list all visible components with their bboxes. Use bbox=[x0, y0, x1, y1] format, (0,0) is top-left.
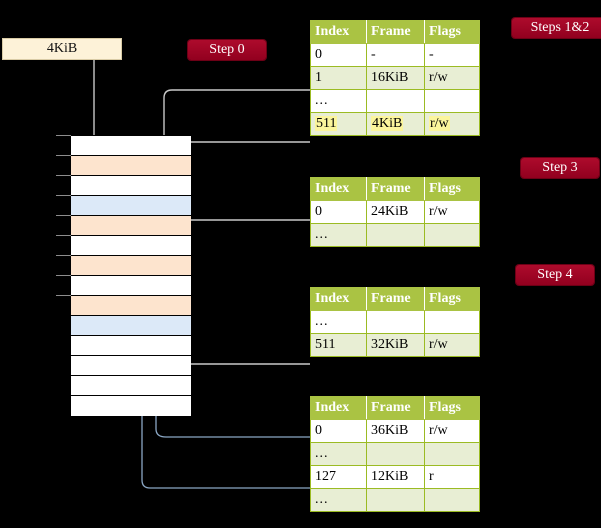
memory-frame-row bbox=[71, 196, 191, 216]
cell-flags: r/w bbox=[424, 66, 480, 90]
cell-frame bbox=[366, 89, 425, 113]
memory-tick bbox=[56, 155, 71, 156]
column-header-index: Index bbox=[310, 177, 367, 201]
memory-frame-row bbox=[71, 236, 191, 256]
column-header-frame: Frame bbox=[366, 20, 425, 44]
cell-index: 1 bbox=[310, 66, 367, 90]
cell-index: 0 bbox=[310, 419, 367, 443]
cell-flags: r/w bbox=[424, 333, 480, 357]
cell-flags: r bbox=[424, 465, 480, 489]
cell-frame: - bbox=[366, 43, 425, 67]
cell-frame: 12KiB bbox=[366, 465, 425, 489]
memory-frame-row bbox=[71, 156, 191, 176]
memory-tick bbox=[56, 175, 71, 176]
cell-flags: r/w bbox=[424, 200, 480, 224]
page-table-entry-row[interactable]: ... bbox=[310, 223, 480, 247]
cell-flags bbox=[424, 442, 480, 466]
cell-flags bbox=[424, 89, 480, 113]
memory-frame-row bbox=[71, 316, 191, 336]
cell-frame: 24KiB bbox=[366, 200, 425, 224]
cell-frame bbox=[366, 223, 425, 247]
memory-tick bbox=[56, 195, 71, 196]
memory-frame-row bbox=[71, 376, 191, 396]
cell-frame bbox=[366, 442, 425, 466]
memory-frame-row bbox=[71, 356, 191, 376]
step-badge-step4: Step 4 bbox=[516, 265, 594, 285]
memory-tick bbox=[56, 255, 71, 256]
memory-frame-row bbox=[71, 216, 191, 236]
cell-index: 0 bbox=[310, 43, 367, 67]
cell-frame: 36KiB bbox=[366, 419, 425, 443]
column-header-index: Index bbox=[310, 396, 367, 420]
column-header-flags: Flags bbox=[424, 287, 480, 311]
cell-index: ... bbox=[310, 310, 367, 334]
page-table-entry-row[interactable]: ... bbox=[310, 89, 480, 113]
cell-index: 511 bbox=[310, 112, 367, 136]
cell-flags: r/w bbox=[424, 419, 480, 443]
memory-tick bbox=[56, 215, 71, 216]
cell-frame bbox=[366, 488, 425, 512]
step-badge-step0: Step 0 bbox=[188, 40, 266, 60]
page-table-entry-row[interactable]: ... bbox=[310, 310, 480, 334]
cell-index: ... bbox=[310, 442, 367, 466]
memory-tick bbox=[56, 235, 71, 236]
page-table-entry-row[interactable]: ... bbox=[310, 488, 480, 512]
frame-4kib-box: 4KiB bbox=[2, 38, 122, 60]
column-header-index: Index bbox=[310, 20, 367, 44]
cell-flags: - bbox=[424, 43, 480, 67]
column-header-flags: Flags bbox=[424, 396, 480, 420]
physical-memory-column bbox=[70, 135, 191, 416]
memory-tick bbox=[56, 135, 71, 136]
cell-flags bbox=[424, 488, 480, 512]
cell-index: ... bbox=[310, 223, 367, 247]
cell-index: ... bbox=[310, 488, 367, 512]
step-badge-step3: Step 3 bbox=[521, 158, 599, 178]
column-header-flags: Flags bbox=[424, 20, 480, 44]
memory-frame-row bbox=[71, 256, 191, 276]
cell-flags: r/w bbox=[424, 112, 480, 136]
memory-frame-row bbox=[71, 176, 191, 196]
column-header-frame: Frame bbox=[366, 177, 425, 201]
memory-frame-row bbox=[71, 276, 191, 296]
memory-frame-row bbox=[71, 296, 191, 316]
memory-frame-row bbox=[71, 396, 191, 416]
cell-index: ... bbox=[310, 89, 367, 113]
cell-index: 0 bbox=[310, 200, 367, 224]
column-header-frame: Frame bbox=[366, 287, 425, 311]
cell-index: 511 bbox=[310, 333, 367, 357]
frame-4kib-label: 4KiB bbox=[46, 41, 78, 56]
cell-frame bbox=[366, 310, 425, 334]
memory-tick bbox=[56, 295, 71, 296]
cell-flags bbox=[424, 310, 480, 334]
page-table-entry-row[interactable]: ... bbox=[310, 442, 480, 466]
page-table-entry-row[interactable]: 0-- bbox=[310, 43, 480, 67]
memory-frame-row bbox=[71, 136, 191, 156]
column-header-flags: Flags bbox=[424, 177, 480, 201]
cell-frame: 4KiB bbox=[366, 112, 425, 136]
memory-tick bbox=[56, 275, 71, 276]
column-header-frame: Frame bbox=[366, 396, 425, 420]
cell-flags bbox=[424, 223, 480, 247]
step-badge-steps12: Steps 1&2 bbox=[512, 18, 601, 38]
cell-frame: 16KiB bbox=[366, 66, 425, 90]
cell-frame: 32KiB bbox=[366, 333, 425, 357]
column-header-index: Index bbox=[310, 287, 367, 311]
cell-index: 127 bbox=[310, 465, 367, 489]
memory-frame-row bbox=[71, 336, 191, 356]
